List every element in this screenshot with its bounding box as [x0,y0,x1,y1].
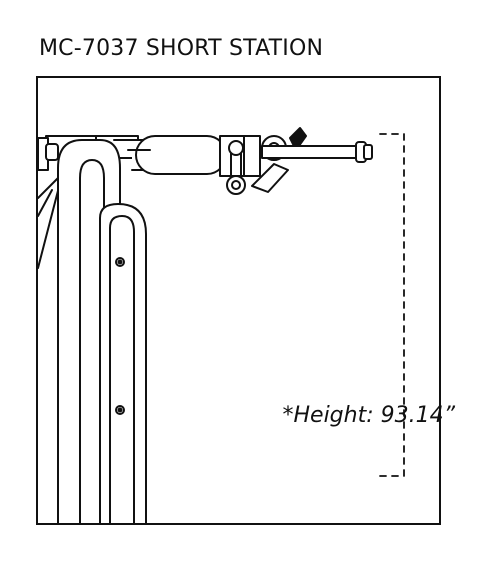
bolt-lower [115,405,125,415]
swivel-bracket [251,163,289,193]
extension-rod [261,145,363,159]
pop-pin-knob-inner [231,180,241,190]
pop-pin-top [228,140,244,156]
short-station-drawing [38,127,405,523]
diagram-title: MC-7037 SHORT STATION [39,36,324,61]
pop-pin-knob [226,175,246,195]
height-label: *Height: 93.14” [282,403,455,428]
outer-upright-inner [79,159,105,523]
arm-sleeve [135,135,227,175]
bolt-upper-core [117,259,123,265]
bolt-lower-core [117,407,123,413]
left-end-clamp [45,143,59,161]
height-dimension-line [379,133,405,477]
left-brace-inner [38,189,53,217]
left-brace [38,175,61,269]
diagram-frame [36,76,441,525]
rod-end-knob [363,144,373,160]
pop-pin-stem [230,149,242,179]
inner-upright-tube [109,215,135,523]
bolt-upper [115,257,125,267]
inner-upright [99,203,147,523]
